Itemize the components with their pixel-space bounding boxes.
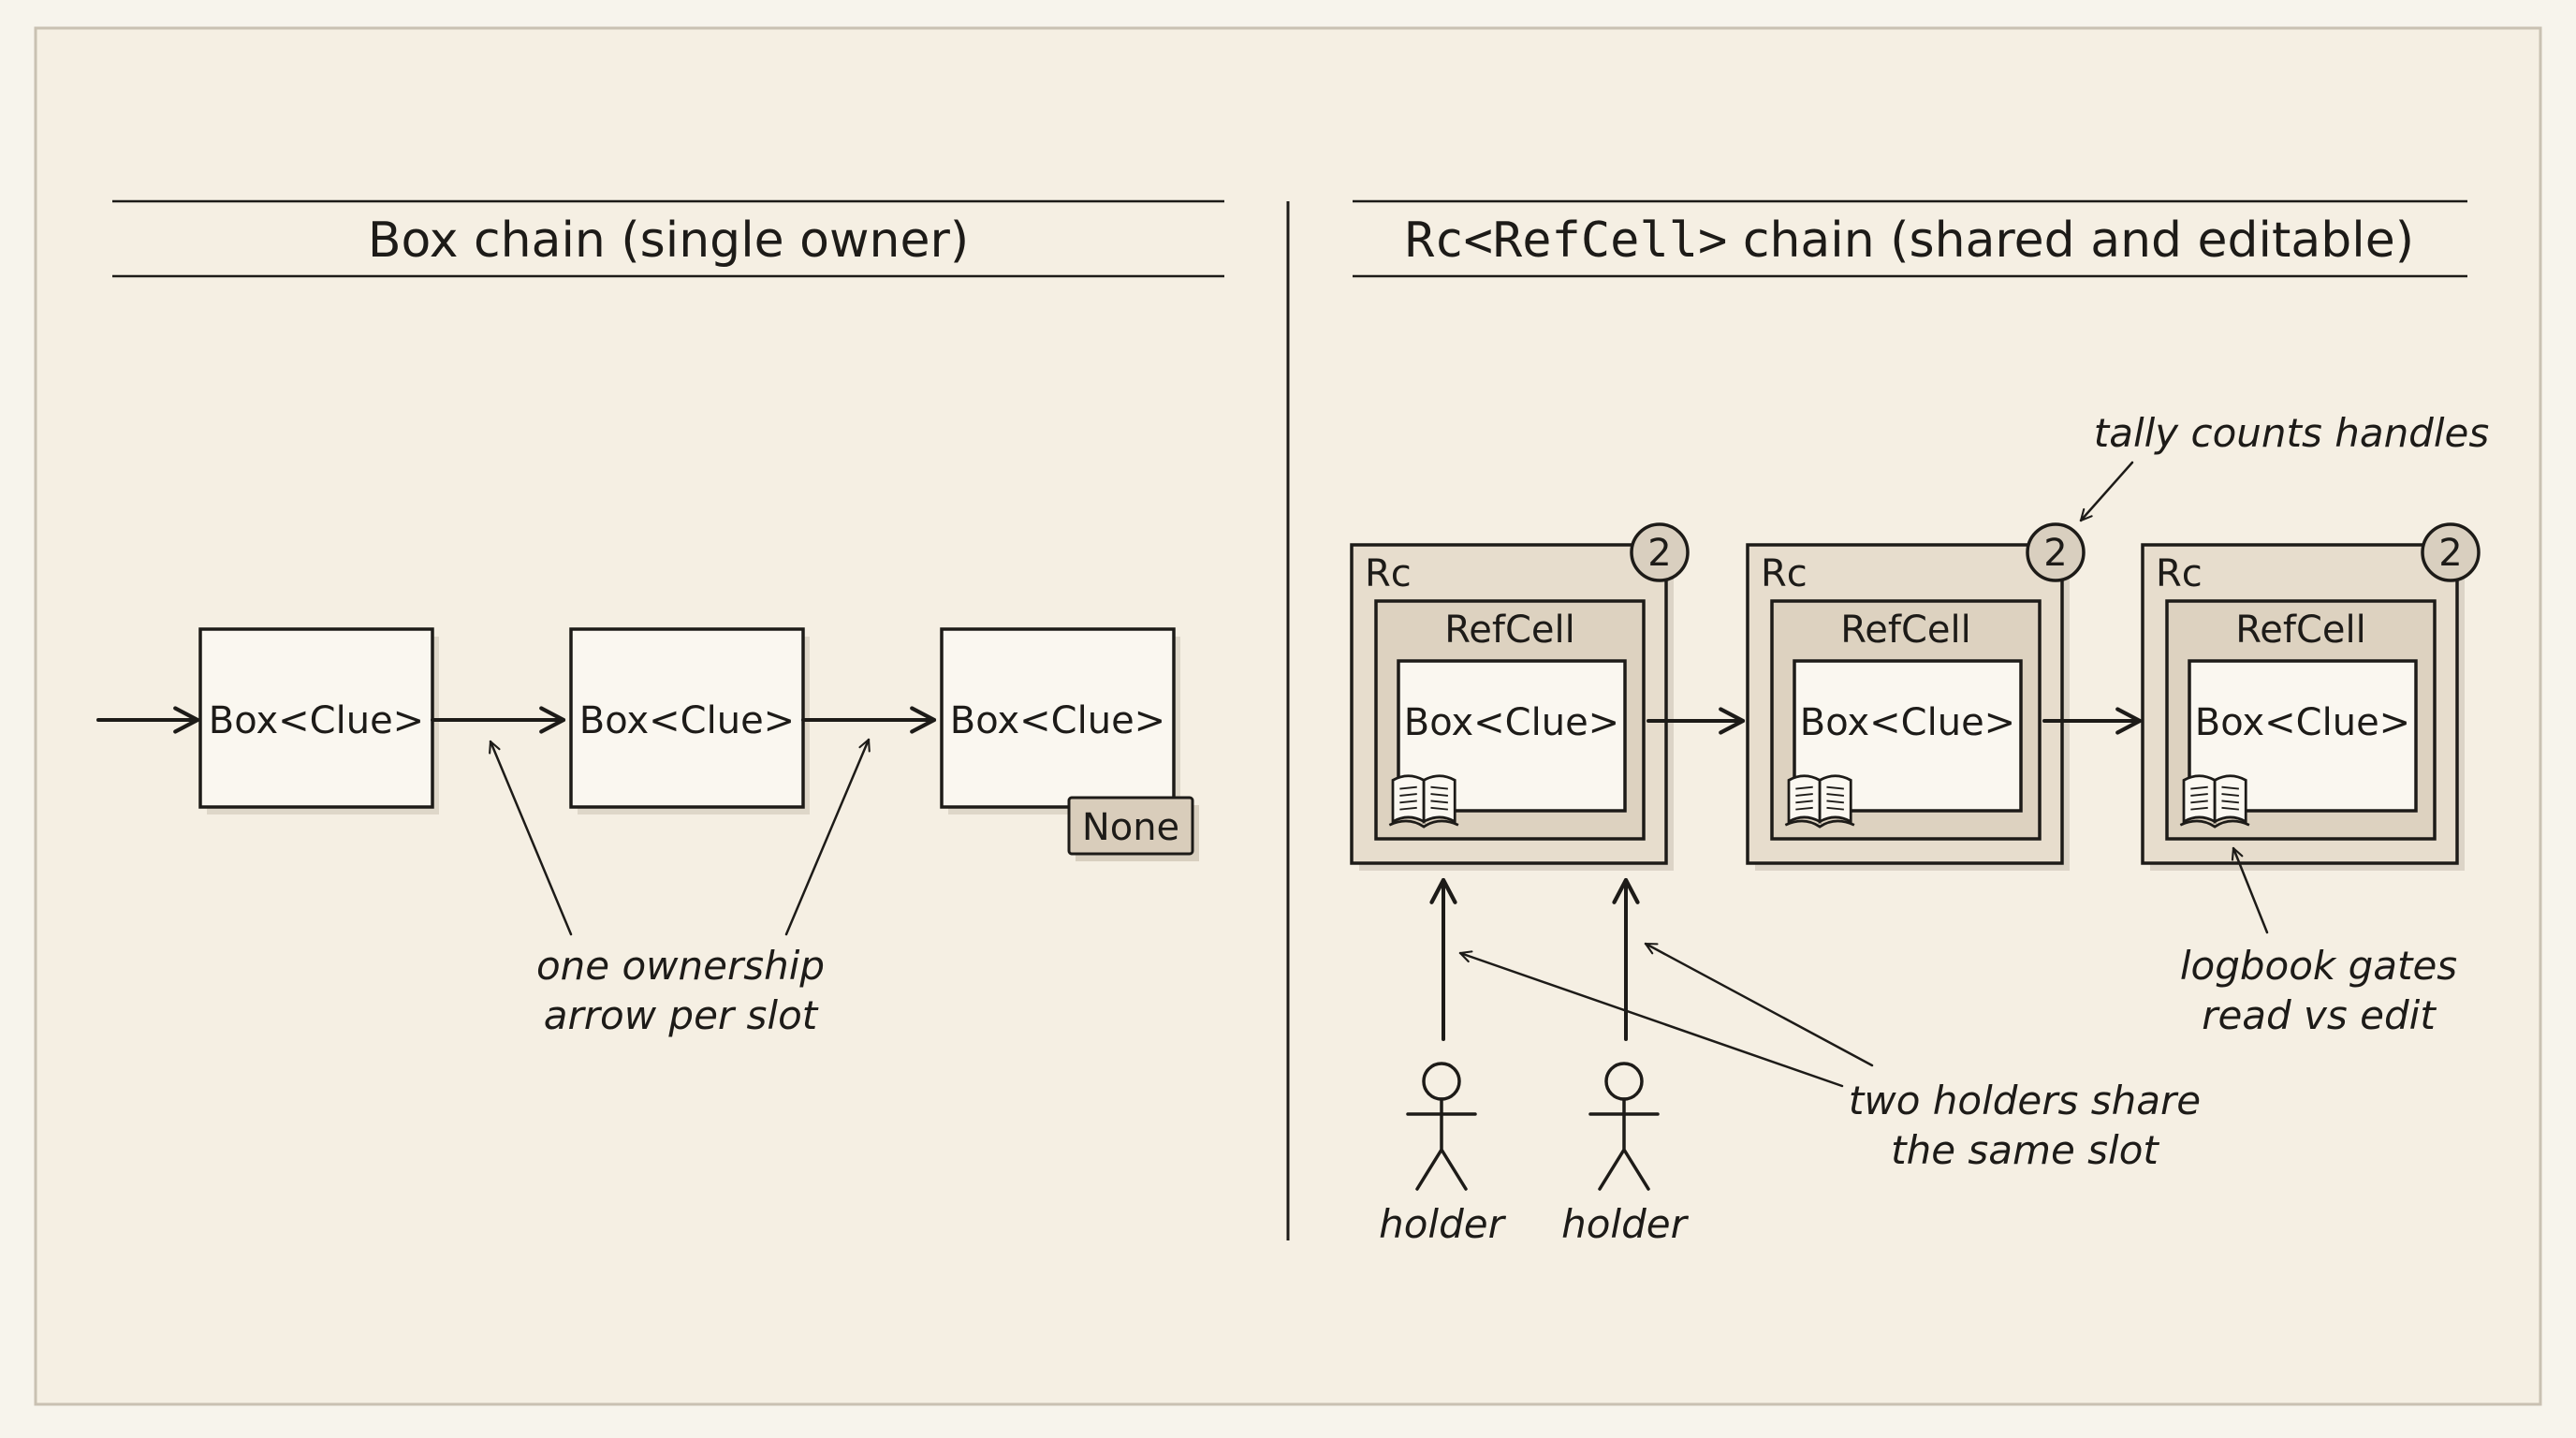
right-title-rest: chain (shared and editable) — [1727, 213, 2414, 269]
holder-label: holder — [1561, 1201, 1689, 1247]
ownership-note-line-1: one ownership — [536, 943, 825, 989]
logbook-note-line-2: read vs edit — [2202, 992, 2437, 1038]
holders-note-line-2: the same slot — [1891, 1127, 2159, 1173]
book-icon — [1387, 774, 1460, 829]
stick-figure-icon — [1588, 1062, 1660, 1191]
inner-box-label: Box<Clue> — [2195, 701, 2410, 744]
logbook-note-line-1: logbook gates — [2180, 943, 2457, 989]
tally-note: tally counts handles — [2094, 410, 2490, 456]
right-title-code: Rc<RefCell> — [1405, 213, 1727, 269]
inner-box-label: Box<Clue> — [1800, 701, 2015, 744]
count-badge: 2 — [2026, 522, 2086, 582]
stick-figure-icon — [1406, 1062, 1477, 1191]
box-node-label: Box<Clue> — [950, 699, 1165, 742]
rc-label: Rc — [1761, 552, 1808, 595]
rc-label: Rc — [1365, 552, 1412, 595]
rc-node: Rc RefCell Box<Clue> 2 — [1350, 522, 1690, 871]
right-panel-title: Rc<RefCell> chain (shared and editable) — [1405, 213, 2414, 269]
book-icon — [1783, 774, 1856, 829]
count-badge: 2 — [2421, 522, 2481, 582]
holder-label: holder — [1379, 1201, 1506, 1247]
ownership-note-line-2: arrow per slot — [544, 992, 819, 1038]
left-panel-title: Box chain (single owner) — [368, 213, 969, 269]
rc-node: Rc RefCell Box<Clue> 2 — [1746, 522, 2086, 871]
box-node: Box<Clue> — [569, 627, 810, 814]
rc-label: Rc — [2156, 552, 2203, 595]
rc-node: Rc RefCell Box<Clue> 2 — [2141, 522, 2481, 871]
right-panel: Rc<RefCell> chain (shared and editable) … — [1350, 199, 2490, 1247]
box-node-label: Box<Clue> — [579, 699, 795, 742]
count-badge-value: 2 — [2438, 532, 2462, 575]
holders-note-pointer — [1458, 950, 1844, 1088]
refcell-label: RefCell — [1840, 609, 1970, 652]
count-badge: 2 — [1630, 522, 1690, 582]
none-tag: None — [1067, 796, 1199, 861]
box-node-label: Box<Clue> — [209, 699, 424, 742]
box-node: Box<Clue> — [198, 627, 439, 814]
logbook-pointer — [2231, 846, 2269, 934]
left-panel: Box chain (single owner) Box<Clue> Box<C… — [96, 199, 1224, 1038]
refcell-label: RefCell — [1444, 609, 1574, 652]
count-badge-value: 2 — [2043, 532, 2067, 575]
note-pointer — [489, 740, 573, 936]
count-badge-value: 2 — [1647, 532, 1671, 575]
none-label: None — [1082, 806, 1179, 849]
note-pointer — [784, 738, 871, 936]
inner-box-label: Box<Clue> — [1404, 701, 1619, 744]
book-icon — [2178, 774, 2251, 829]
holders-note-line-1: two holders share — [1849, 1078, 2201, 1123]
box-node: Box<Clue> — [940, 627, 1180, 814]
holders-note-pointer — [1644, 942, 1874, 1067]
tally-pointer — [2079, 461, 2134, 522]
refcell-label: RefCell — [2235, 609, 2365, 652]
